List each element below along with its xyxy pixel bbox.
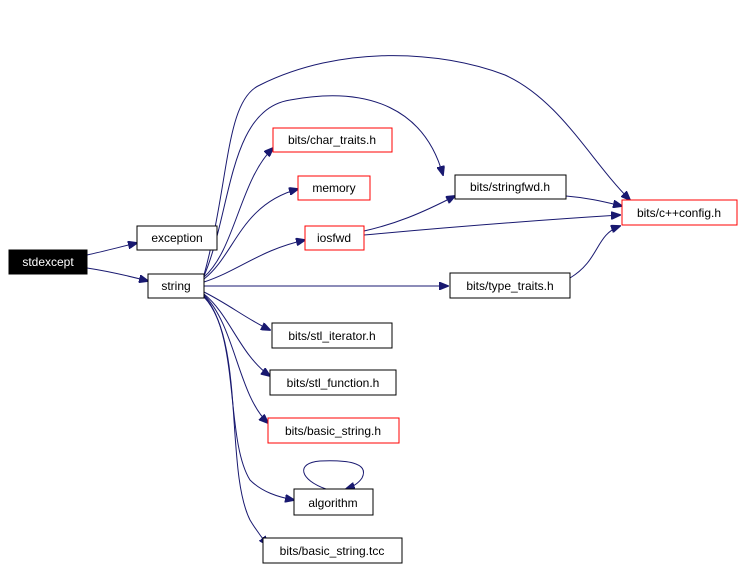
- node-algorithm[interactable]: algorithm: [293, 488, 374, 516]
- node-memory[interactable]: memory: [297, 175, 371, 201]
- nodes: stdexcept exception string bits/char_tra…: [8, 127, 738, 564]
- edge-type_traits-cppconfig: [569, 226, 620, 279]
- node-basic_string_tcc[interactable]: bits/basic_string.tcc: [262, 537, 403, 564]
- node-label-basic_string_tcc: bits/basic_string.tcc: [280, 544, 385, 558]
- edge-stdexcept-string: [86, 267, 148, 281]
- edge-string-cppconfig: [203, 55, 630, 276]
- node-iosfwd[interactable]: iosfwd: [304, 225, 365, 251]
- node-label-basic_string: bits/basic_string.h: [285, 424, 381, 438]
- edge-iosfwd-cppconfig: [363, 215, 620, 236]
- edge-string-stl_iterator: [203, 291, 270, 330]
- node-stl_function[interactable]: bits/stl_function.h: [269, 369, 397, 396]
- node-label-stl_iterator: bits/stl_iterator.h: [288, 329, 375, 343]
- edge-iosfwd-stringfwd: [363, 196, 455, 232]
- node-string[interactable]: string: [147, 273, 205, 299]
- node-label-char_traits: bits/char_traits.h: [288, 133, 376, 147]
- node-label-stringfwd: bits/stringfwd.h: [470, 180, 550, 194]
- node-label-exception: exception: [151, 231, 202, 245]
- edges: [86, 55, 630, 545]
- edge-string-basic_string: [203, 294, 268, 423]
- edge-string-basic_string_tcc: [203, 296, 268, 545]
- edge-stringfwd-cppconfig: [565, 195, 622, 206]
- node-char_traits[interactable]: bits/char_traits.h: [272, 127, 393, 153]
- node-cppconfig[interactable]: bits/c++config.h: [621, 199, 738, 226]
- node-label-string: string: [161, 279, 190, 293]
- node-basic_string[interactable]: bits/basic_string.h: [267, 417, 400, 444]
- node-exception[interactable]: exception: [136, 225, 218, 251]
- node-stdexcept[interactable]: stdexcept: [8, 249, 88, 275]
- node-label-algorithm: algorithm: [308, 496, 357, 510]
- edge-stdexcept-exception: [86, 243, 137, 256]
- edge-string-memory: [203, 189, 298, 280]
- node-label-stdexcept: stdexcept: [22, 255, 74, 269]
- edge-string-stringfwd: [203, 95, 443, 277]
- node-label-memory: memory: [312, 181, 355, 195]
- node-label-cppconfig: bits/c++config.h: [637, 206, 721, 220]
- edge-algorithm-algorithm-self: [303, 460, 364, 489]
- node-stl_iterator[interactable]: bits/stl_iterator.h: [271, 322, 393, 349]
- node-label-iosfwd: iosfwd: [317, 231, 351, 245]
- edge-string-iosfwd: [203, 240, 305, 283]
- node-type_traits[interactable]: bits/type_traits.h: [449, 272, 571, 299]
- node-label-type_traits: bits/type_traits.h: [466, 279, 553, 293]
- edge-string-stl_function: [203, 293, 270, 376]
- node-label-stl_function: bits/stl_function.h: [287, 376, 380, 390]
- node-stringfwd[interactable]: bits/stringfwd.h: [454, 174, 567, 200]
- edge-string-char_traits: [203, 148, 273, 278]
